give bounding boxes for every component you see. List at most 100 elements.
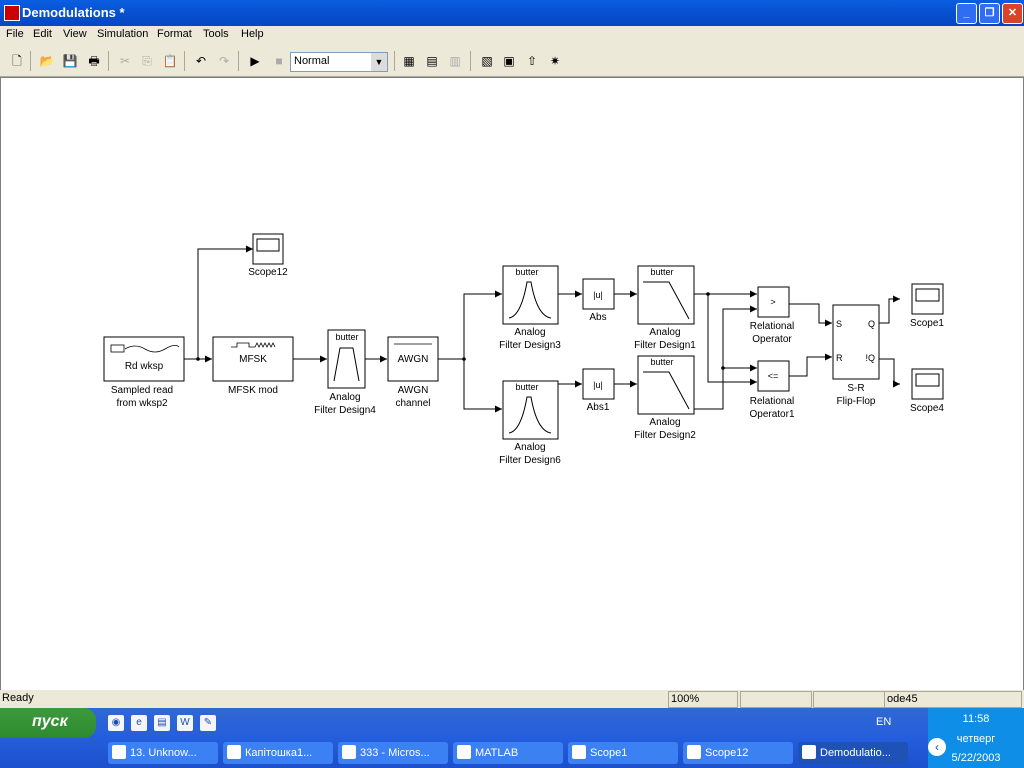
quick-launch-icon[interactable]: ▤ <box>154 715 170 731</box>
scope4-block[interactable]: Scope4 <box>910 368 944 414</box>
scope12-block[interactable]: Scope12 <box>248 233 288 278</box>
block-label: Relational <box>750 321 794 332</box>
block-text: AWGN <box>398 354 429 365</box>
task-label: Demodulatio... <box>820 747 891 759</box>
minimize-button[interactable]: _ <box>956 3 977 24</box>
block-text: |u| <box>593 290 603 300</box>
block-label: Filter Design1 <box>634 340 696 351</box>
analog-filter-design4-block[interactable]: butter Analog Filter Design4 <box>314 329 376 416</box>
task-button[interactable]: 13. Unknow... <box>108 742 218 764</box>
menu-edit[interactable]: Edit <box>33 28 52 40</box>
sampled-read-block[interactable]: Rd wksp Sampled read from wksp2 <box>103 336 185 409</box>
matlab-icon <box>572 745 586 759</box>
stop-simulation-icon[interactable]: ■ <box>275 54 283 68</box>
port-r-label: R <box>836 353 843 363</box>
task-label: Капітошка1... <box>245 747 313 759</box>
word-icon <box>227 745 241 759</box>
language-indicator[interactable]: EN <box>876 716 892 728</box>
start-simulation-icon[interactable]: ▶ <box>250 54 260 68</box>
simulink-app-icon[interactable] <box>4 5 20 21</box>
block-label: Abs1 <box>587 402 610 413</box>
go-to-parent-icon[interactable]: ⇧ <box>526 54 538 68</box>
block-text: butter <box>335 332 358 342</box>
menu-tools[interactable]: Tools <box>203 28 229 40</box>
analog-filter-design6-block[interactable]: butter Analog Filter Design6 <box>499 380 561 466</box>
close-button[interactable]: ✕ <box>1002 3 1023 24</box>
block-text: <= <box>768 371 779 381</box>
clock-date: 5/22/2003 <box>951 752 1001 764</box>
scope1-block[interactable]: Scope1 <box>910 283 944 329</box>
build-subsystem-icon[interactable]: ▥ <box>449 54 461 68</box>
start-label: пуск <box>32 713 68 730</box>
toolbar-separator <box>470 51 471 71</box>
simulation-mode-value: Normal <box>294 55 330 67</box>
model-canvas[interactable]: Rd wksp Sampled read from wksp2 Scope12 … <box>0 77 1024 691</box>
task-button[interactable]: Scope12 <box>683 742 793 764</box>
task-label: Scope12 <box>705 747 749 759</box>
debug-icon[interactable]: ✷ <box>549 54 561 68</box>
abs-block[interactable]: |u| Abs <box>582 278 615 323</box>
new-model-icon[interactable]: 🗋 <box>12 54 22 68</box>
awgn-channel-block[interactable]: AWGN AWGN channel <box>387 336 439 409</box>
print-icon[interactable]: 🖶 <box>88 54 100 68</box>
relational-operator1-block[interactable]: <= Relational Operator1 <box>749 360 795 420</box>
analog-filter-design1-block[interactable]: butter Analog Filter Design1 <box>634 265 696 351</box>
copy-icon[interactable]: ⎘ <box>142 54 152 68</box>
task-button[interactable]: 333 - Micros... <box>338 742 448 764</box>
simulation-mode-select[interactable]: Normal ▼ <box>290 52 388 72</box>
abs1-block[interactable]: |u| Abs1 <box>582 368 615 413</box>
toolbar-separator <box>238 51 239 71</box>
taskbar: пуск ◉ e ▤ W ✎ 13. Unknow... Капітошка1.… <box>0 708 1024 768</box>
menu-file[interactable]: File <box>6 28 24 40</box>
maximize-button[interactable]: ❐ <box>979 3 1000 24</box>
word-icon[interactable]: W <box>177 715 193 731</box>
update-diagram-icon[interactable]: ▤ <box>426 54 438 68</box>
matlab-icon <box>457 745 471 759</box>
menu-view[interactable]: View <box>63 28 87 40</box>
internet-explorer-icon[interactable]: e <box>131 715 147 731</box>
redo-icon[interactable]: ↷ <box>218 54 230 68</box>
menu-simulation[interactable]: Simulation <box>97 28 149 40</box>
cut-icon[interactable]: ✂ <box>119 54 131 68</box>
analog-filter-design2-block[interactable]: butter Analog Filter Design2 <box>634 355 696 441</box>
undo-icon[interactable]: ↶ <box>195 54 207 68</box>
block-text: MFSK <box>239 354 267 365</box>
analog-filter-design3-block[interactable]: butter Analog Filter Design3 <box>499 265 561 351</box>
quick-launch-icon[interactable]: ✎ <box>200 715 216 731</box>
toolbar: 🗋 📂 💾 🖶 ✂ ⎘ 📋 ↶ ↷ ▶ ■ ▦ ▤ ▥ ▧ ▣ ⇧ ✷ <box>0 46 1024 77</box>
start-button[interactable]: пуск <box>0 708 96 738</box>
library-browser-icon[interactable]: ▧ <box>481 54 493 68</box>
block-text: butter <box>515 267 538 277</box>
relational-operator-block[interactable]: > Relational Operator <box>750 286 794 345</box>
block-text: butter <box>650 267 673 277</box>
block-label: AWGN <box>398 385 429 396</box>
task-label: Scope1 <box>590 747 628 759</box>
block-label: Operator1 <box>749 409 794 420</box>
mfsk-mod-block[interactable]: MFSK MFSK mod <box>212 336 294 396</box>
block-label: Scope1 <box>910 318 944 329</box>
block-label: Abs <box>589 312 606 323</box>
task-button[interactable]: Demodulatio... <box>798 742 908 764</box>
solver-name: ode45 <box>884 691 1022 708</box>
task-button[interactable]: Капітошка1... <box>223 742 333 764</box>
chevron-down-icon[interactable]: ▼ <box>371 53 387 71</box>
status-cell-empty <box>740 691 812 708</box>
quick-launch-icon[interactable]: ◉ <box>108 715 124 731</box>
tray-chevron-left-icon[interactable]: ‹ <box>928 738 946 756</box>
status-text: Ready <box>2 692 34 704</box>
save-icon[interactable]: 💾 <box>62 54 78 68</box>
model-explorer-icon[interactable]: ▣ <box>503 54 515 68</box>
task-button[interactable]: Scope1 <box>568 742 678 764</box>
sr-flip-flop-block[interactable]: S R Q !Q S-R Flip-Flop <box>832 304 880 407</box>
menu-format[interactable]: Format <box>157 28 192 40</box>
task-button[interactable]: MATLAB <box>453 742 563 764</box>
open-icon[interactable]: 📂 <box>39 54 55 68</box>
block-label: Filter Design4 <box>314 405 376 416</box>
toolbar-separator <box>394 51 395 71</box>
block-label: Filter Design6 <box>499 455 561 466</box>
build-icon[interactable]: ▦ <box>403 54 415 68</box>
clock-time[interactable]: 11:58 <box>962 713 990 725</box>
status-bar: Ready 100% ode45 <box>0 690 1024 708</box>
paste-icon[interactable]: 📋 <box>162 54 178 68</box>
menu-help[interactable]: Help <box>241 28 264 40</box>
